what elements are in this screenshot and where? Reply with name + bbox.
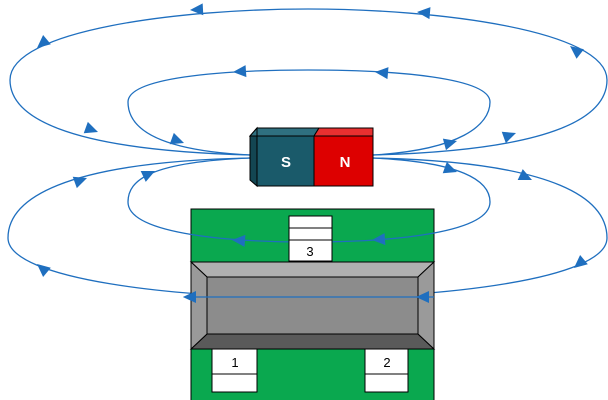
sensor-package <box>189 260 436 351</box>
pin-3-label: 3 <box>306 244 313 259</box>
arrow-icon <box>190 3 204 16</box>
field-line-outer-top <box>9 8 608 156</box>
arrow-icon <box>72 176 87 189</box>
arrow-icon <box>375 67 389 80</box>
magnet-north-face <box>313 135 374 187</box>
magnet-north-label: N <box>340 154 351 171</box>
arrow-icon <box>574 255 588 268</box>
field-line-inner-top <box>127 69 491 156</box>
arrow-icon <box>37 264 51 277</box>
pin-1: 1 <box>211 346 258 393</box>
arrow-icon <box>501 131 516 144</box>
arrow-icon <box>37 35 51 48</box>
magnet-south-top <box>248 127 320 137</box>
arrow-icon <box>232 234 246 247</box>
arrow-icon <box>442 138 457 151</box>
arrow-icon <box>83 121 98 134</box>
arrow-icon <box>442 161 457 174</box>
arrow-icon <box>169 132 184 145</box>
arrow-icon <box>517 169 532 180</box>
magnet-south-label: S <box>281 154 291 171</box>
arrow-icon <box>140 171 155 182</box>
pin-2: 2 <box>364 346 409 393</box>
magnet-north-top <box>313 127 374 137</box>
arrow-icon <box>417 7 431 20</box>
arrow-icon <box>416 291 429 303</box>
arrow-icon <box>372 233 386 246</box>
pin-3: 3 <box>288 215 333 262</box>
pin-1-label: 1 <box>231 355 238 370</box>
arrow-icon <box>183 291 196 303</box>
magnet-south-side <box>249 135 258 188</box>
arrow-icon <box>233 65 247 78</box>
pin-2-label: 2 <box>383 355 390 370</box>
arrow-icon <box>570 46 584 59</box>
bar-magnet: S N <box>248 126 374 188</box>
